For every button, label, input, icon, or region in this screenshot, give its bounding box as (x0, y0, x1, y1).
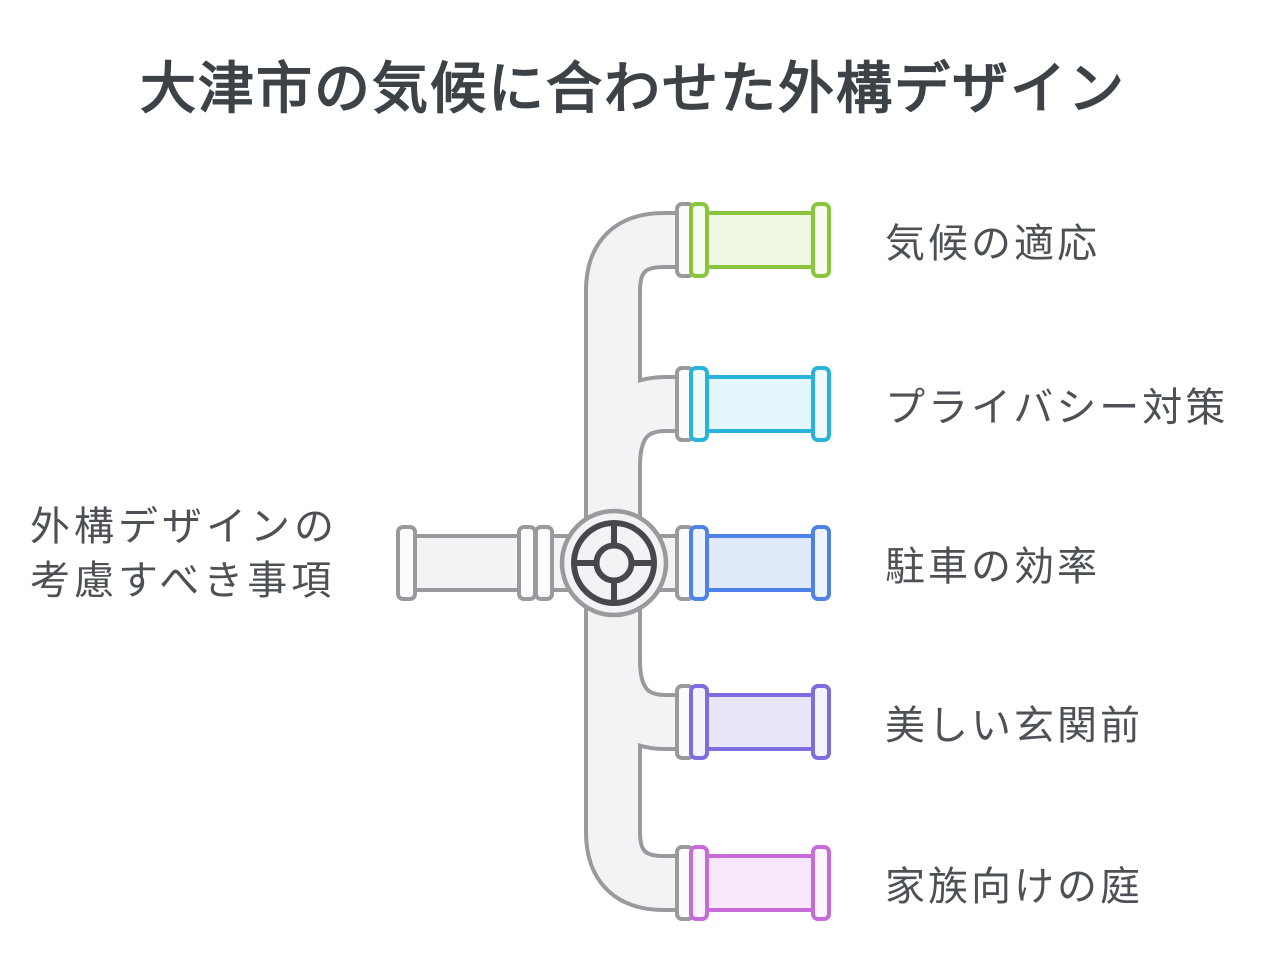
branch-pipe-body (704, 375, 817, 433)
page-title: 大津市の気候に合わせた外構デザイン (140, 57, 1126, 120)
branch-ring-end (811, 845, 831, 921)
branch-ring-near (689, 845, 709, 921)
branch-ring-near (689, 366, 709, 442)
pipe-branch-parking (675, 525, 831, 601)
inlet-coupling-ring-2 (534, 525, 554, 601)
branch-ring-end (811, 202, 831, 278)
branch-label-privacy: プライバシー対策 (885, 386, 1229, 430)
pipe-elbow-entrance-fill (588, 630, 683, 747)
branch-ring-near (689, 202, 709, 278)
branch-label-parking: 駐車の効率 (885, 545, 1100, 589)
branch-ring-end (811, 525, 831, 601)
branch-ring-end (811, 366, 831, 442)
pipe-elbow-privacy-fill (588, 379, 683, 496)
pipe-branch-privacy (675, 366, 831, 442)
inlet-pipe-fittings (396, 525, 554, 601)
source-label-line1: 外構デザインの (30, 505, 338, 549)
branch-pipe-body (704, 854, 817, 912)
branch-label-climate: 気候の適応 (885, 222, 1100, 266)
inlet-end-flange (396, 525, 417, 601)
branch-pipe-body (704, 534, 817, 592)
branch-ring-near (689, 684, 709, 760)
source-node-label: 外構デザインの 考慮すべき事項 (30, 500, 338, 608)
branch-label-garden: 家族向けの庭 (885, 865, 1143, 909)
source-label-line2: 考慮すべき事項 (30, 559, 336, 603)
branch-ring-end (811, 684, 831, 760)
pipe-branch-entrance (675, 684, 831, 760)
valve-wheel-icon (559, 508, 669, 618)
branch-ring-near (689, 525, 709, 601)
inlet-coupling-ring-1 (517, 525, 537, 601)
pipe-branch-garden (675, 845, 831, 921)
valve-hub (593, 542, 635, 584)
branch-pipe-body (704, 211, 817, 269)
branch-label-entrance: 美しい玄関前 (885, 704, 1143, 748)
pipe-branch-climate (675, 202, 831, 278)
branch-pipe-body (704, 693, 817, 751)
